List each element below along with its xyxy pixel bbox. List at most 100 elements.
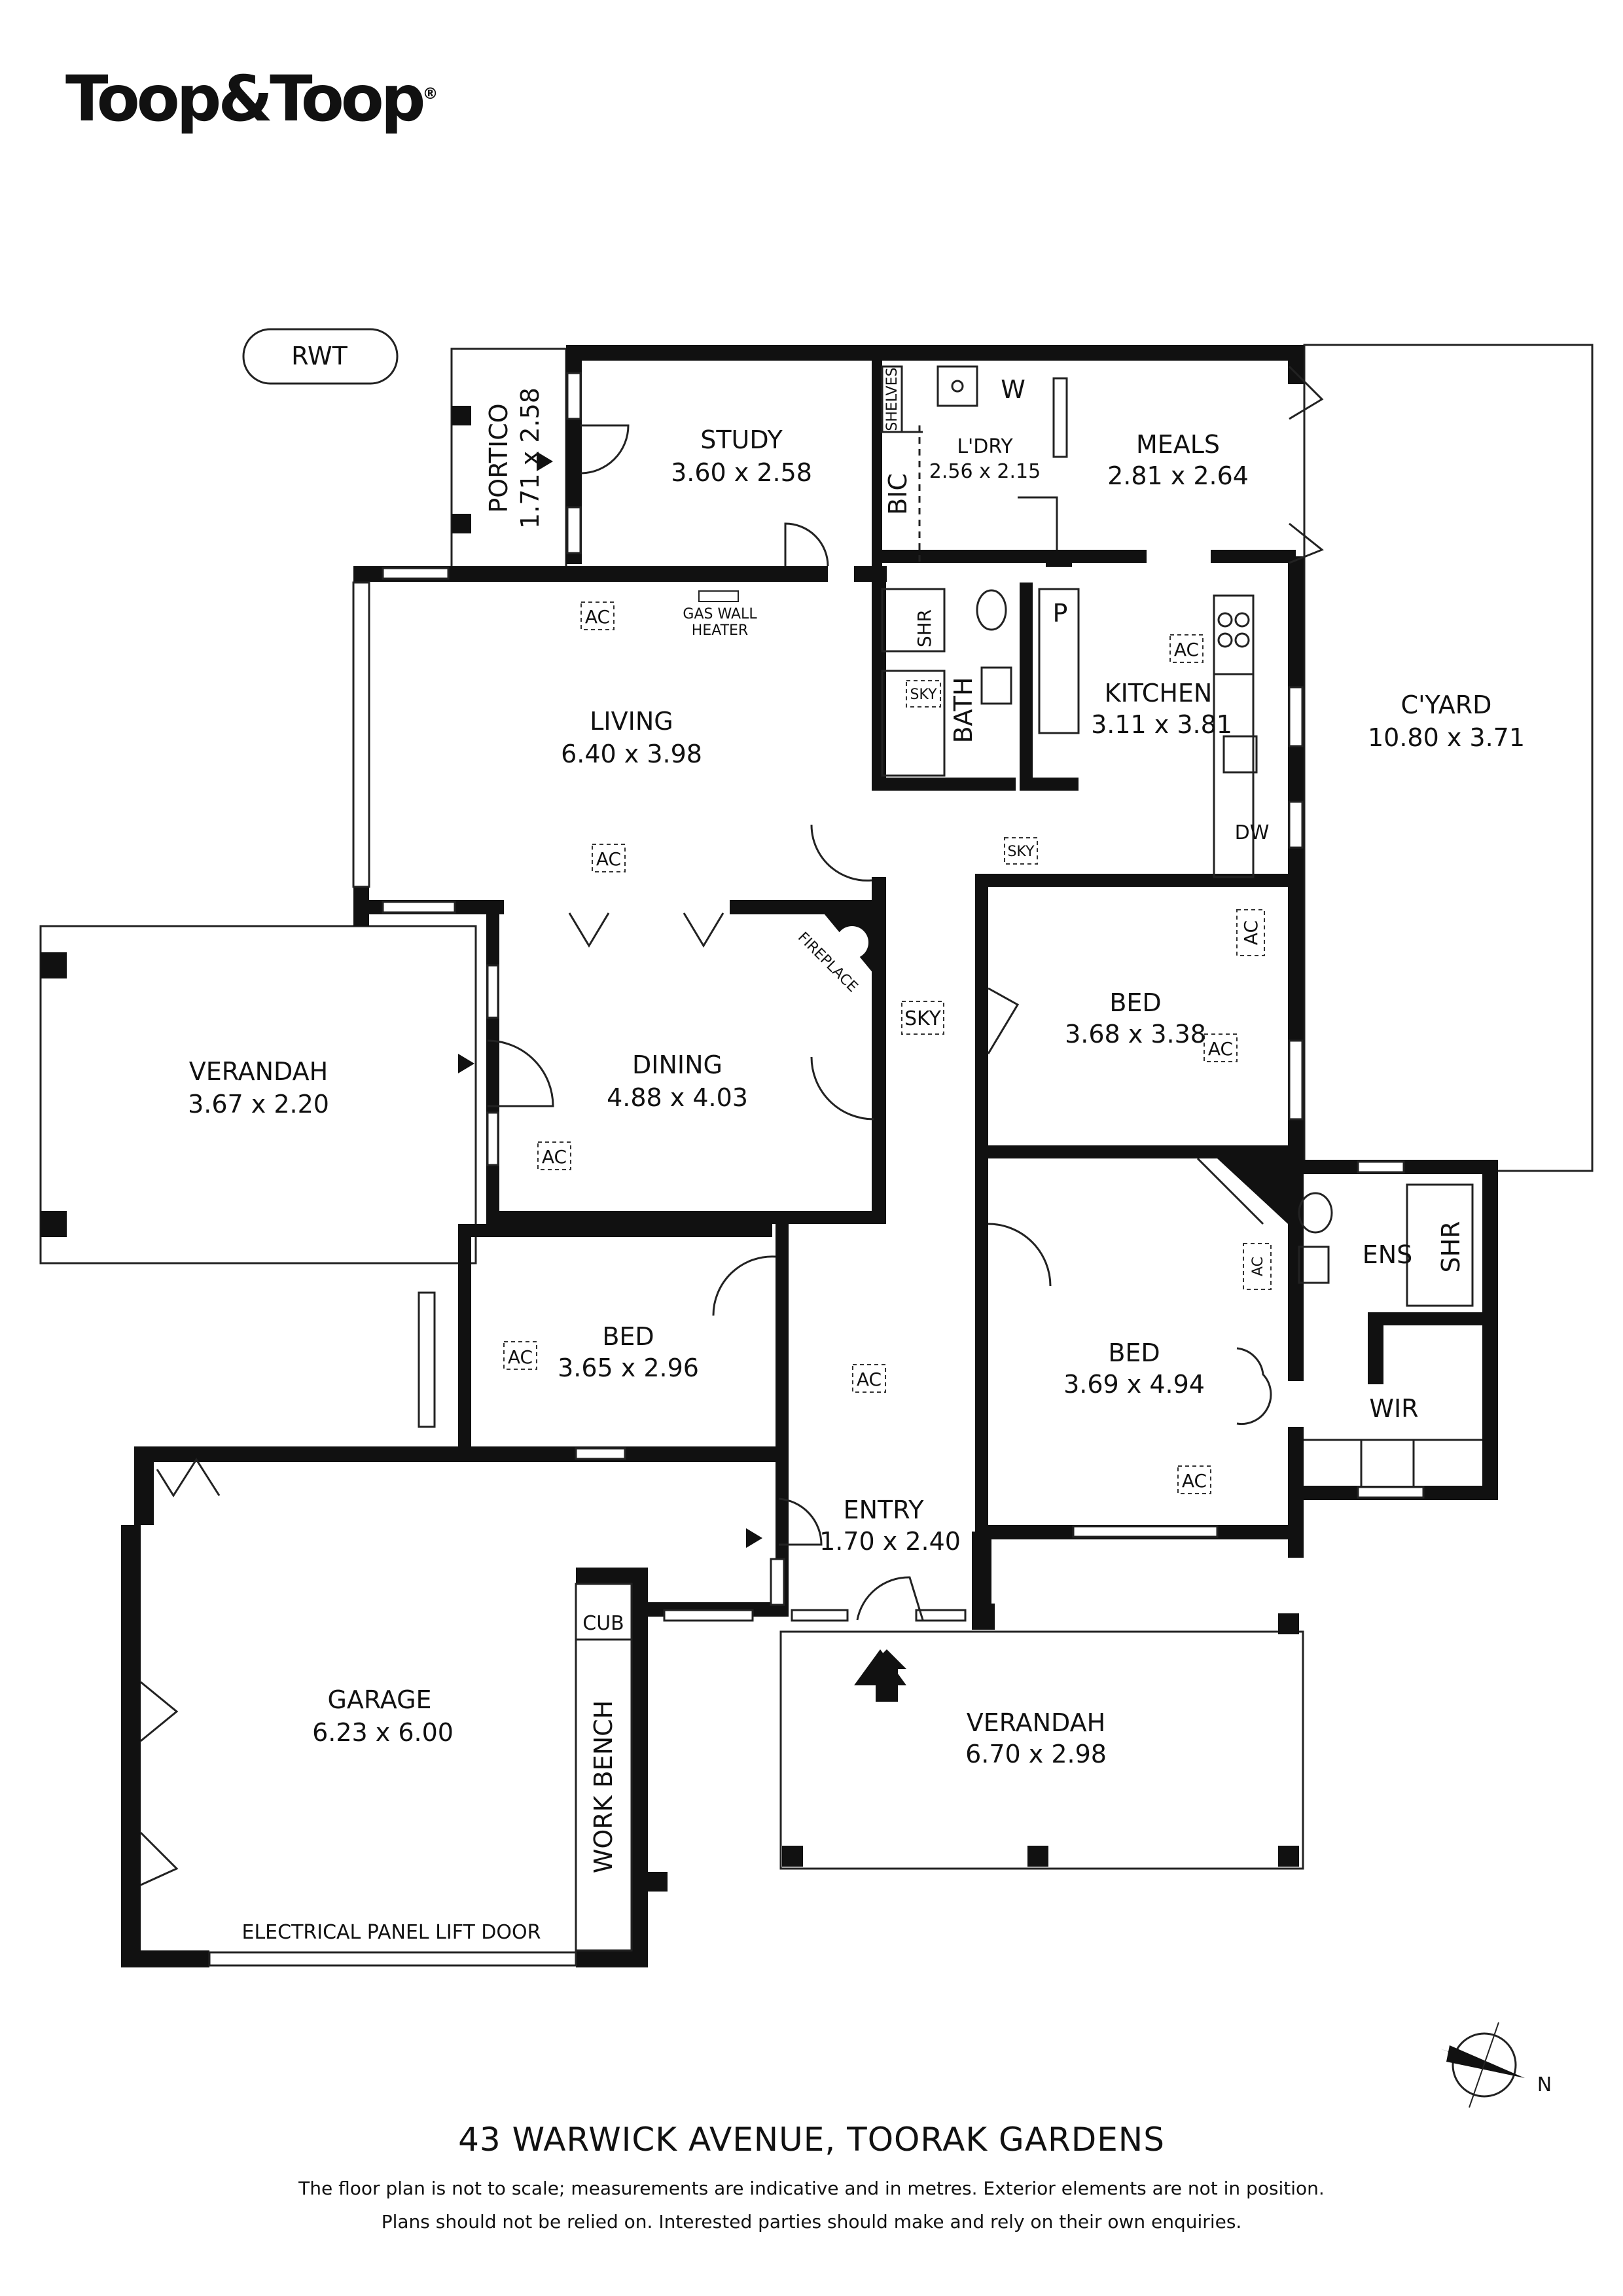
portico-dims: 1.71 x 2.58 bbox=[516, 387, 544, 529]
door-courtyard-1 bbox=[1288, 365, 1324, 420]
entry-name: ENTRY bbox=[844, 1496, 925, 1524]
ac-label-bed2: AC bbox=[508, 1346, 533, 1368]
dining-dims: 4.88 x 4.03 bbox=[607, 1083, 748, 1112]
fireplace-dining-hearth bbox=[836, 926, 868, 959]
wall-bath-east bbox=[1020, 583, 1033, 782]
ac-label-bed1-1: AC bbox=[1208, 1038, 1233, 1060]
ac-label-dining: AC bbox=[542, 1146, 567, 1168]
dishwasher-label: DW bbox=[1235, 821, 1270, 844]
window-living-sw bbox=[382, 901, 456, 914]
window-ens bbox=[1357, 1160, 1405, 1174]
door-courtyard-2 bbox=[1289, 522, 1324, 564]
living-dims: 6.40 x 3.98 bbox=[561, 740, 702, 768]
post-verandah-s-1 bbox=[1278, 1613, 1299, 1634]
fireplaces bbox=[825, 914, 1288, 1224]
wall-bed2-north bbox=[458, 1224, 772, 1237]
dashed-boxes bbox=[503, 601, 1272, 1494]
toilet-bath bbox=[976, 589, 1007, 631]
post-portico-2 bbox=[452, 514, 471, 533]
window-entry-2 bbox=[915, 1609, 967, 1622]
wall-living-east bbox=[872, 566, 886, 789]
fireplace-bed3 bbox=[1217, 1158, 1288, 1224]
bed1-name: BED bbox=[1109, 988, 1161, 1017]
window-entry-1 bbox=[791, 1609, 849, 1622]
ldry-name: L'DRY bbox=[957, 435, 1013, 458]
door-study-portico bbox=[580, 424, 630, 475]
post-garage bbox=[648, 1872, 668, 1892]
disclaimer-line-1: The floor plan is not to scale; measurem… bbox=[298, 2178, 1325, 2199]
window-bed3-south bbox=[1072, 1525, 1219, 1538]
kitchen-bench bbox=[1213, 673, 1255, 878]
wall-garage-west-top bbox=[134, 1446, 154, 1525]
burner-4 bbox=[1234, 632, 1250, 648]
verandah-south-name: VERANDAH bbox=[967, 1708, 1105, 1737]
wall-garage-west bbox=[121, 1525, 141, 1892]
portico-name: PORTICO bbox=[484, 403, 513, 512]
ldry-dims: 2.56 x 2.15 bbox=[929, 460, 1041, 483]
ac-label-bed1-2: AC bbox=[1240, 920, 1262, 945]
verandah-south-outline bbox=[779, 1630, 1304, 1870]
wall-garage-east bbox=[632, 1568, 648, 1967]
verandah-west-outline bbox=[39, 925, 477, 1265]
meals-dims: 2.81 x 2.64 bbox=[1107, 461, 1249, 490]
walls bbox=[41, 345, 1498, 1967]
portico-arrow-icon bbox=[537, 452, 553, 471]
verandah-west-name: VERANDAH bbox=[189, 1057, 328, 1086]
rwt-outline bbox=[242, 328, 399, 385]
garage-arrow-icon bbox=[746, 1528, 762, 1548]
wall-bed2-west bbox=[458, 1224, 471, 1460]
wall-entry-east-base bbox=[972, 1604, 995, 1630]
door-garage-entry bbox=[778, 1498, 823, 1546]
gas-heater-label-2: HEATER bbox=[692, 622, 748, 639]
post-verandah-s-2 bbox=[782, 1846, 803, 1867]
courtyard-dims: 10.80 x 3.71 bbox=[1368, 723, 1525, 752]
work-bench-label: WORK BENCH bbox=[589, 1700, 618, 1874]
burner-2 bbox=[1234, 612, 1250, 628]
brand-logo: Toop&Toop® bbox=[65, 62, 438, 135]
wall-hall-east bbox=[975, 874, 988, 1535]
bic-label: BIC bbox=[883, 473, 912, 515]
kitchen-dims: 3.11 x 3.81 bbox=[1091, 710, 1232, 739]
post-verandah-s-3 bbox=[1027, 1846, 1048, 1867]
laundry-tub-drain bbox=[951, 380, 964, 393]
verandah-arrow-icon bbox=[458, 1054, 474, 1073]
shelves-label: SHELVES bbox=[884, 367, 901, 431]
door-bed2 bbox=[712, 1255, 776, 1316]
shr-label-bath: SHR bbox=[914, 609, 935, 647]
gas-heater-box bbox=[698, 590, 739, 602]
garage-name: GARAGE bbox=[327, 1685, 431, 1714]
door-living-hall bbox=[810, 824, 872, 882]
wall-bath-south bbox=[872, 778, 1016, 791]
door-verandah-dining bbox=[487, 1039, 554, 1107]
disclaimer-line-2: Plans should not be relied on. Intereste… bbox=[381, 2211, 1242, 2233]
sky-label-hall-1: SKY bbox=[1007, 844, 1035, 860]
wall-bath-south-2 bbox=[1020, 778, 1079, 791]
bed2-name: BED bbox=[602, 1322, 654, 1351]
brand-name: Toop&Toop bbox=[65, 62, 425, 135]
door-garage-bifold bbox=[156, 1458, 221, 1498]
entry-arrow-head-icon bbox=[854, 1649, 906, 1685]
post-portico-1 bbox=[452, 406, 471, 425]
garage-dims: 6.23 x 6.00 bbox=[312, 1718, 454, 1747]
post-verandah-s-4 bbox=[1278, 1846, 1299, 1867]
door-bed1 bbox=[987, 987, 1020, 1054]
electrical-panel-label: ELECTRICAL PANEL LIFT DOOR bbox=[242, 1921, 541, 1944]
north-label: N bbox=[1537, 2073, 1552, 2096]
ens-name: ENS bbox=[1363, 1240, 1413, 1269]
sky-label-hall-2: SKY bbox=[904, 1007, 942, 1030]
bed3-dims: 3.69 x 4.94 bbox=[1063, 1370, 1205, 1399]
wall-wir-north bbox=[1368, 1312, 1486, 1325]
door-front bbox=[856, 1576, 924, 1621]
fireplace-bed3-line bbox=[1196, 1157, 1264, 1225]
wall-ldry-post bbox=[1046, 550, 1072, 567]
vanity-ens bbox=[1298, 1246, 1330, 1284]
window-entry-side bbox=[770, 1558, 785, 1606]
wall-garage-west-bottom bbox=[121, 1878, 141, 1957]
door-wir bbox=[1236, 1347, 1272, 1426]
rwt-label: RWT bbox=[291, 342, 348, 370]
ac-label-hall: AC bbox=[857, 1369, 882, 1390]
washer-label: W bbox=[1001, 375, 1026, 404]
window-study-2 bbox=[566, 506, 582, 554]
living-name: LIVING bbox=[590, 707, 673, 736]
windows bbox=[208, 372, 1425, 1967]
